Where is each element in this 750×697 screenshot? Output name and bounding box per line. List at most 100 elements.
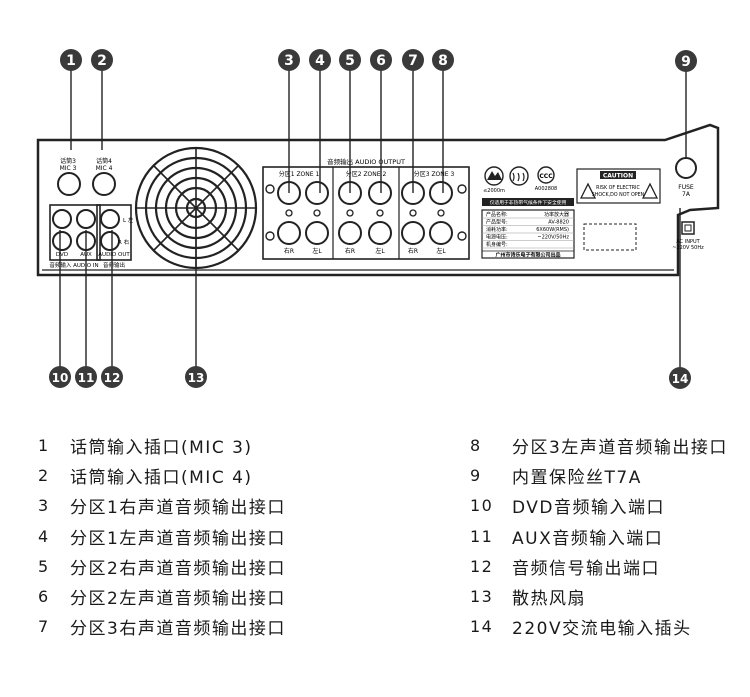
fuse-holder[interactable] <box>675 157 697 179</box>
svg-text:13: 13 <box>188 371 205 385</box>
legend-number: 10 <box>470 496 494 516</box>
mic4-sub-label: MIC 4 <box>96 165 113 172</box>
legend-item: 13 散热风扇 <box>470 581 740 611</box>
zone2-left-label: 左L <box>375 247 385 255</box>
chassis-outline <box>36 123 720 277</box>
legend-number: 3 <box>38 496 50 516</box>
exclamation-warning-icon <box>641 182 659 199</box>
legend-item: 10 DVD音频输入端口 <box>470 491 740 521</box>
legend-text: 分区3左声道音频输出接口 <box>512 437 728 458</box>
svg-text:14: 14 <box>672 372 689 386</box>
caution-line-1: RISK OF ELECTRIC <box>596 185 640 191</box>
zone3-left-label: 左L <box>436 247 446 255</box>
ac-input-voltage: ~220V 50Hz <box>672 245 704 251</box>
climate-icon <box>509 166 529 186</box>
callout-5: 5 <box>339 49 361 71</box>
callout-11: 11 <box>75 366 97 388</box>
mic3-label: 话筒3 <box>60 157 76 165</box>
callout-9: 9 <box>675 50 697 72</box>
safety-note: 仅适用于非热带气候条件下安全使用 <box>490 199 567 206</box>
fuse-label: FUSE <box>678 184 694 191</box>
ac-input-label: AC INPUT <box>676 239 700 245</box>
mic3-jack[interactable] <box>57 172 81 196</box>
ccc-code: A002808 <box>535 186 558 192</box>
legend-text: 分区2右声道音频输出接口 <box>70 558 286 579</box>
svg-text:4: 4 <box>315 53 325 69</box>
callout-13: 13 <box>185 366 207 388</box>
dvd-label: DVD <box>56 252 68 258</box>
zone1-left-label: 左L <box>312 247 322 255</box>
svg-text:1: 1 <box>66 53 76 69</box>
legend-text: 分区3右声道音频输出接口 <box>70 619 286 640</box>
zone3-right-label: 右R <box>408 247 418 255</box>
mic3-sub-label: MIC 3 <box>60 165 77 172</box>
zone2-right-jack[interactable] <box>338 221 362 245</box>
callout-7: 7 <box>402 49 424 71</box>
zone3-l-upper-jack[interactable] <box>429 181 453 205</box>
callout-14: 14 <box>669 367 691 389</box>
callout-4: 4 <box>309 49 331 71</box>
legend-number: 9 <box>470 465 482 485</box>
nameplate-key: 产品型号: <box>486 219 508 226</box>
nameplate-value: AV-8820 <box>548 220 569 226</box>
legend-number: 1 <box>38 435 50 455</box>
zone1-right-jack[interactable] <box>277 221 301 245</box>
zone1-l-upper-jack[interactable] <box>305 181 329 205</box>
nameplate-key: 电源电压: <box>486 234 508 241</box>
legend-text: DVD音频输入端口 <box>512 498 666 519</box>
legend-number: 8 <box>470 435 482 455</box>
callout-12: 12 <box>101 366 123 388</box>
mic4-label: 话筒4 <box>96 157 112 165</box>
altitude-text: ≤2000m <box>483 188 505 194</box>
legend-text: 话筒输入插口(MIC 3) <box>70 437 253 458</box>
zone1-label: 分区1 ZONE 1 <box>279 170 320 178</box>
svg-text:3: 3 <box>284 53 294 69</box>
mic4-jack[interactable] <box>92 172 116 196</box>
legend-number: 11 <box>470 526 494 546</box>
zone3-left-jack[interactable] <box>429 221 453 245</box>
dvd-jack[interactable] <box>52 231 72 251</box>
rear-panel-diagram: 话筒3 MIC 3 话筒4 MIC 4 音频输出 AUDIO OUTPUT 分区… <box>36 49 720 389</box>
legend-item: 5 分区2右声道音频输出接口 <box>38 551 378 581</box>
zone3-label: 分区3 ZONE 3 <box>414 170 455 178</box>
safety-note-bar <box>482 198 574 206</box>
legend-text: 分区2左声道音频输出接口 <box>70 589 286 610</box>
audio-out-upper-jack[interactable] <box>100 209 120 229</box>
legend-text: 散热风扇 <box>512 589 586 610</box>
legend-number: 2 <box>38 465 50 485</box>
l-left-label: L 左 <box>123 216 134 224</box>
legend-number: 4 <box>38 526 50 546</box>
zone1-left-jack[interactable] <box>305 221 329 245</box>
nameplate-value: ~220V/50Hz <box>537 235 569 241</box>
callout-10: 10 <box>49 366 71 388</box>
svg-text:8: 8 <box>438 53 448 69</box>
serial-sticker-area <box>583 223 637 251</box>
zone2-label: 分区2 ZONE 2 <box>346 170 387 178</box>
fuse-rating: 7A <box>682 191 691 198</box>
zone3-right-jack[interactable] <box>401 221 425 245</box>
nameplate-key: 机身编号: <box>486 241 508 248</box>
svg-text:12: 12 <box>104 371 121 385</box>
legend-number: 13 <box>470 587 494 607</box>
zone2-left-jack[interactable] <box>368 221 392 245</box>
zone2-l-upper-jack[interactable] <box>368 181 392 205</box>
ac-input-socket[interactable] <box>681 221 695 235</box>
callout-8: 8 <box>432 49 454 71</box>
dvd-upper-jack[interactable] <box>52 209 72 229</box>
aux-upper-jack[interactable] <box>76 209 96 229</box>
legend-number: 5 <box>38 556 50 576</box>
audio-output-title: 音频输出 AUDIO OUTPUT <box>327 157 405 166</box>
legend-number: 14 <box>470 617 494 637</box>
legend-item: 8 分区3左声道音频输出接口 <box>470 430 740 460</box>
callout-2: 2 <box>91 49 113 71</box>
audio-out-jack[interactable] <box>100 231 120 251</box>
audio-out-caption: 音频输出 <box>103 261 125 269</box>
svg-text:9: 9 <box>681 54 691 70</box>
callout-3: 3 <box>278 49 300 71</box>
